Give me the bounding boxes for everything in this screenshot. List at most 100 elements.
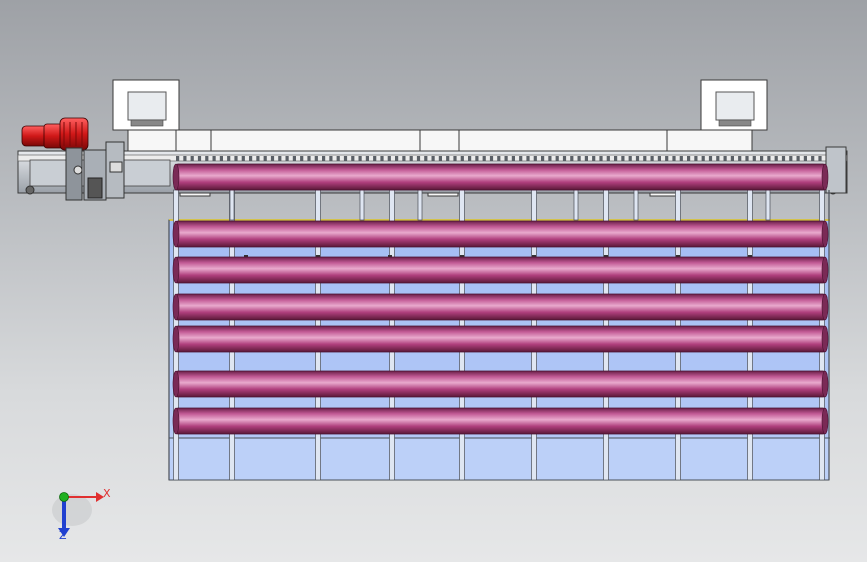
chain-tooth <box>431 156 435 161</box>
chain-tooth <box>752 156 756 161</box>
chain-tooth <box>745 156 749 161</box>
x-axis-label: X <box>103 487 111 500</box>
chain-tooth <box>562 156 567 161</box>
chain-tooth <box>548 156 552 161</box>
chain-tooth <box>643 156 647 161</box>
chain-tooth <box>241 156 245 161</box>
chain-tooth <box>665 156 669 161</box>
chain-tooth <box>219 156 223 161</box>
chain-tooth <box>263 156 267 161</box>
chain-tooth <box>672 156 676 161</box>
chain-tooth <box>278 156 282 161</box>
roller <box>172 293 829 321</box>
chain-tooth <box>387 156 391 161</box>
chain-tooth <box>570 156 574 161</box>
chain-tooth <box>723 156 727 161</box>
chain-tooth <box>818 156 822 161</box>
roller <box>172 407 829 435</box>
chain-tooth <box>300 156 304 161</box>
chain-tooth <box>351 156 355 161</box>
chain-tooth <box>599 156 603 161</box>
chain-tooth <box>730 156 734 161</box>
chain-tooth <box>409 156 413 161</box>
chain-tooth <box>234 156 238 161</box>
chain-tooth <box>416 156 421 161</box>
chain-tooth <box>176 156 180 161</box>
chain-tooth <box>767 156 771 161</box>
chain-tooth <box>679 156 683 161</box>
chain-tooth <box>781 156 786 161</box>
chain-tooth <box>307 156 311 161</box>
chain-tooth <box>256 156 260 161</box>
chain-tooth <box>628 156 632 161</box>
chain-tooth <box>190 156 194 161</box>
top-left-bracket <box>112 79 180 131</box>
upright-post <box>359 189 365 221</box>
chain-tooth <box>343 156 348 161</box>
chain-tooth <box>774 156 778 161</box>
chain-tooth <box>292 156 296 161</box>
top-right-bracket <box>700 79 768 131</box>
chain-tooth <box>197 156 202 161</box>
chain-tooth <box>614 156 618 161</box>
chain-tooth <box>541 156 545 161</box>
chain-tooth <box>336 156 340 161</box>
chain-tooth <box>592 156 596 161</box>
chain-tooth <box>358 156 362 161</box>
chain-tooth <box>738 156 742 161</box>
chain-tooth <box>438 156 442 161</box>
chain-tooth <box>657 156 661 161</box>
chain-tooth <box>329 156 333 161</box>
gearbox-housing <box>65 141 125 201</box>
chain-tooth <box>205 156 209 161</box>
chain-tooth <box>395 156 399 161</box>
chain-tooth <box>701 156 705 161</box>
chain-tooth <box>482 156 486 161</box>
roller <box>172 370 829 398</box>
chain-tooth <box>687 156 691 161</box>
chain-tooth <box>314 156 318 161</box>
chain-tooth <box>270 156 275 161</box>
chain-tooth <box>650 156 654 161</box>
chain-tooth <box>606 156 610 161</box>
chain-tooth <box>635 156 640 161</box>
chain-tooth <box>183 156 187 161</box>
chain-tooth <box>402 156 406 161</box>
upright-post <box>633 189 639 221</box>
roller <box>172 163 829 191</box>
chain-tooth <box>584 156 588 161</box>
chain-tooth <box>511 156 515 161</box>
roller <box>172 256 829 284</box>
upright-post <box>417 189 423 221</box>
roller <box>172 220 829 248</box>
roller-group <box>172 163 829 435</box>
chain-tooth <box>760 156 764 161</box>
z-axis-label: Z <box>59 529 67 542</box>
chain-tooth <box>519 156 523 161</box>
chain-tooth <box>811 156 815 161</box>
chain-tooth <box>716 156 720 161</box>
chain-tooth <box>504 156 508 161</box>
chain-tooth <box>497 156 501 161</box>
chain-tooth <box>380 156 384 161</box>
chain-tooth <box>789 156 793 161</box>
coordinate-triad <box>52 492 104 537</box>
chain-tooth <box>212 156 216 161</box>
chain-tooth <box>285 156 289 161</box>
chain-tooth <box>577 156 581 161</box>
chain-tooth <box>708 156 713 161</box>
chain-tooth <box>227 156 231 161</box>
upright-post <box>573 189 579 221</box>
chain-tooth <box>694 156 698 161</box>
chain-tooth <box>460 156 464 161</box>
upright-post <box>229 189 235 221</box>
drive-motor <box>21 117 89 151</box>
chain-tooth <box>249 156 253 161</box>
upright-post <box>765 189 771 221</box>
chain-tooth <box>533 156 537 161</box>
chain-tooth <box>526 156 530 161</box>
chain-tooth <box>489 156 494 161</box>
chain-tooth <box>424 156 428 161</box>
